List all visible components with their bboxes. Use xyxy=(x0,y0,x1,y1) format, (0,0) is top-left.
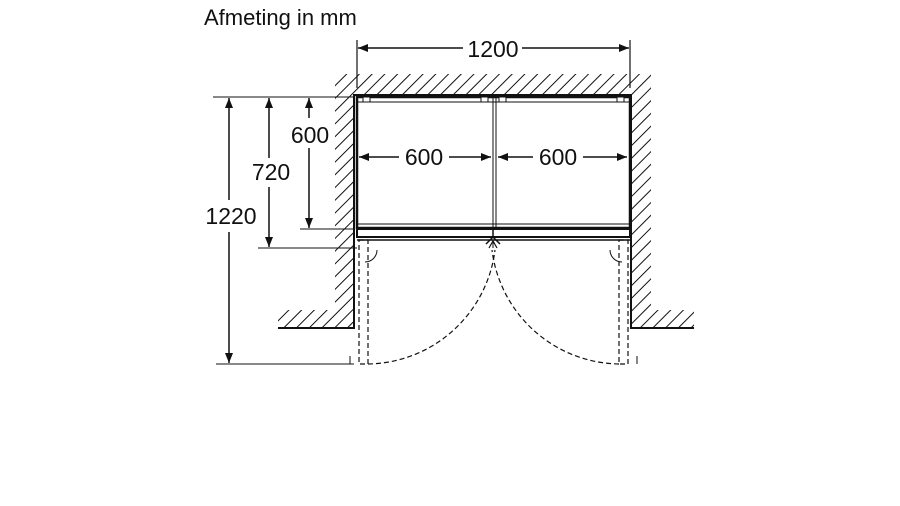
right-width-label: 600 xyxy=(539,144,577,170)
depth-600-dimension: 600 xyxy=(291,98,329,228)
depth-1220-dimension: 1220 xyxy=(205,98,257,363)
depth-1220-label: 1220 xyxy=(205,203,256,229)
diagram-title: Afmeting in mm xyxy=(204,5,357,30)
depth-600-label: 600 xyxy=(291,122,329,148)
door-swing-left xyxy=(349,239,496,365)
depth-720-label: 720 xyxy=(252,159,290,185)
depth-720-dimension: 720 xyxy=(252,98,290,247)
left-width-dimension: 600 xyxy=(359,144,491,170)
total-width-label: 1200 xyxy=(467,36,518,62)
appliance-doors xyxy=(356,228,631,249)
left-width-label: 600 xyxy=(405,144,443,170)
depth-extension-lines xyxy=(213,96,357,365)
door-swing-right xyxy=(491,239,638,365)
right-width-dimension: 600 xyxy=(498,144,627,170)
total-width-dimension: 1200 xyxy=(356,36,631,88)
appliance-body xyxy=(355,95,632,230)
wall-niche xyxy=(278,74,694,329)
